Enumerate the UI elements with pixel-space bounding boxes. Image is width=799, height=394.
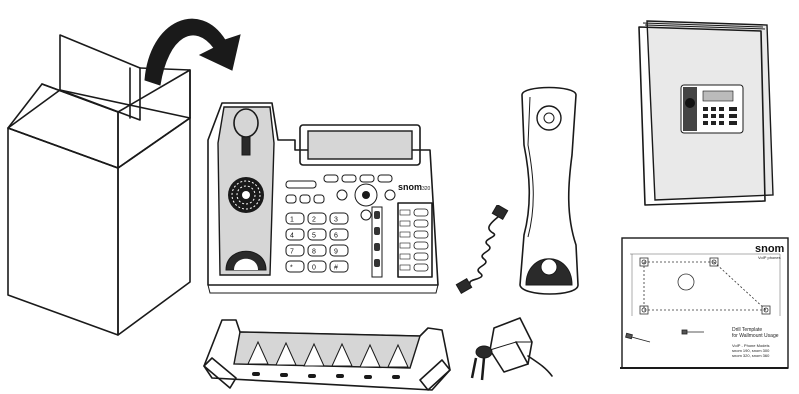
handset bbox=[510, 85, 588, 300]
phone-stand bbox=[200, 318, 455, 392]
keypad-key bbox=[330, 229, 348, 240]
keypad-key bbox=[286, 261, 304, 272]
keypad-key-label: # bbox=[334, 265, 338, 272]
drill-template-sheet: snom VoIP phones Drill Template for Wall… bbox=[620, 236, 790, 370]
keypad-key-label: * bbox=[290, 265, 293, 272]
keypad-key bbox=[308, 261, 326, 272]
phone-thumbnail-icon bbox=[681, 85, 743, 133]
keypad-key-label: 8 bbox=[312, 249, 316, 256]
drill-template-logo: snom bbox=[755, 243, 785, 255]
function-key bbox=[414, 242, 428, 249]
drill-template-tagline: VoIP phones bbox=[758, 255, 781, 260]
keypad-key-label: 6 bbox=[334, 233, 338, 240]
function-key-label-strip bbox=[400, 221, 410, 226]
keypad-key-label: 4 bbox=[290, 233, 294, 240]
keypad-key-label: 0 bbox=[312, 265, 316, 272]
drill-template-title-2: for Wallmount Usage bbox=[732, 333, 779, 339]
keypad-key-label: 9 bbox=[334, 249, 338, 256]
phone-brand: snom bbox=[398, 182, 422, 192]
function-key-label-strip bbox=[400, 254, 410, 259]
function-key-label-strip bbox=[400, 210, 410, 215]
speaker-grille-icon bbox=[228, 177, 264, 213]
keypad-key-label: 2 bbox=[312, 217, 316, 224]
keypad-key bbox=[308, 213, 326, 224]
function-key-label-strip bbox=[400, 243, 410, 248]
phone-model: 320 bbox=[422, 186, 431, 192]
function-key bbox=[414, 209, 428, 216]
side-key bbox=[374, 259, 380, 267]
side-key bbox=[374, 243, 380, 251]
function-key-label-strip bbox=[400, 232, 410, 237]
keypad: 1 2 3 4 5 6 7 8 9 * 0 # bbox=[286, 213, 348, 272]
keypad-key-label: 3 bbox=[334, 217, 338, 224]
keypad-key bbox=[330, 261, 348, 272]
drill-template-subtitle-3: snom 320, snom 360 bbox=[732, 353, 770, 358]
side-function-keys bbox=[372, 203, 432, 277]
keypad-key bbox=[330, 213, 348, 224]
function-key-label-strip bbox=[400, 265, 410, 270]
function-key bbox=[414, 264, 428, 271]
side-key bbox=[374, 227, 380, 235]
function-key bbox=[414, 231, 428, 238]
keypad-key bbox=[308, 245, 326, 256]
power-adapter bbox=[470, 312, 555, 390]
keypad-key-label: 1 bbox=[290, 217, 294, 224]
keypad-key bbox=[308, 229, 326, 240]
open-arrow-icon bbox=[145, 19, 240, 85]
phone-base: snom 320 1 2 3 4 5 6 7 8 9 * 0 # bbox=[200, 95, 445, 300]
keypad-key-label: 5 bbox=[312, 233, 316, 240]
keypad-key-label: 7 bbox=[290, 249, 294, 256]
soft-keys bbox=[324, 175, 392, 182]
manual-booklet bbox=[625, 15, 785, 215]
side-key bbox=[374, 211, 380, 219]
keypad-key bbox=[286, 245, 304, 256]
coiled-cord bbox=[448, 205, 513, 297]
function-key bbox=[414, 253, 428, 260]
keypad-key bbox=[286, 229, 304, 240]
function-key bbox=[414, 220, 428, 227]
keypad-key bbox=[286, 213, 304, 224]
keypad-key bbox=[330, 245, 348, 256]
